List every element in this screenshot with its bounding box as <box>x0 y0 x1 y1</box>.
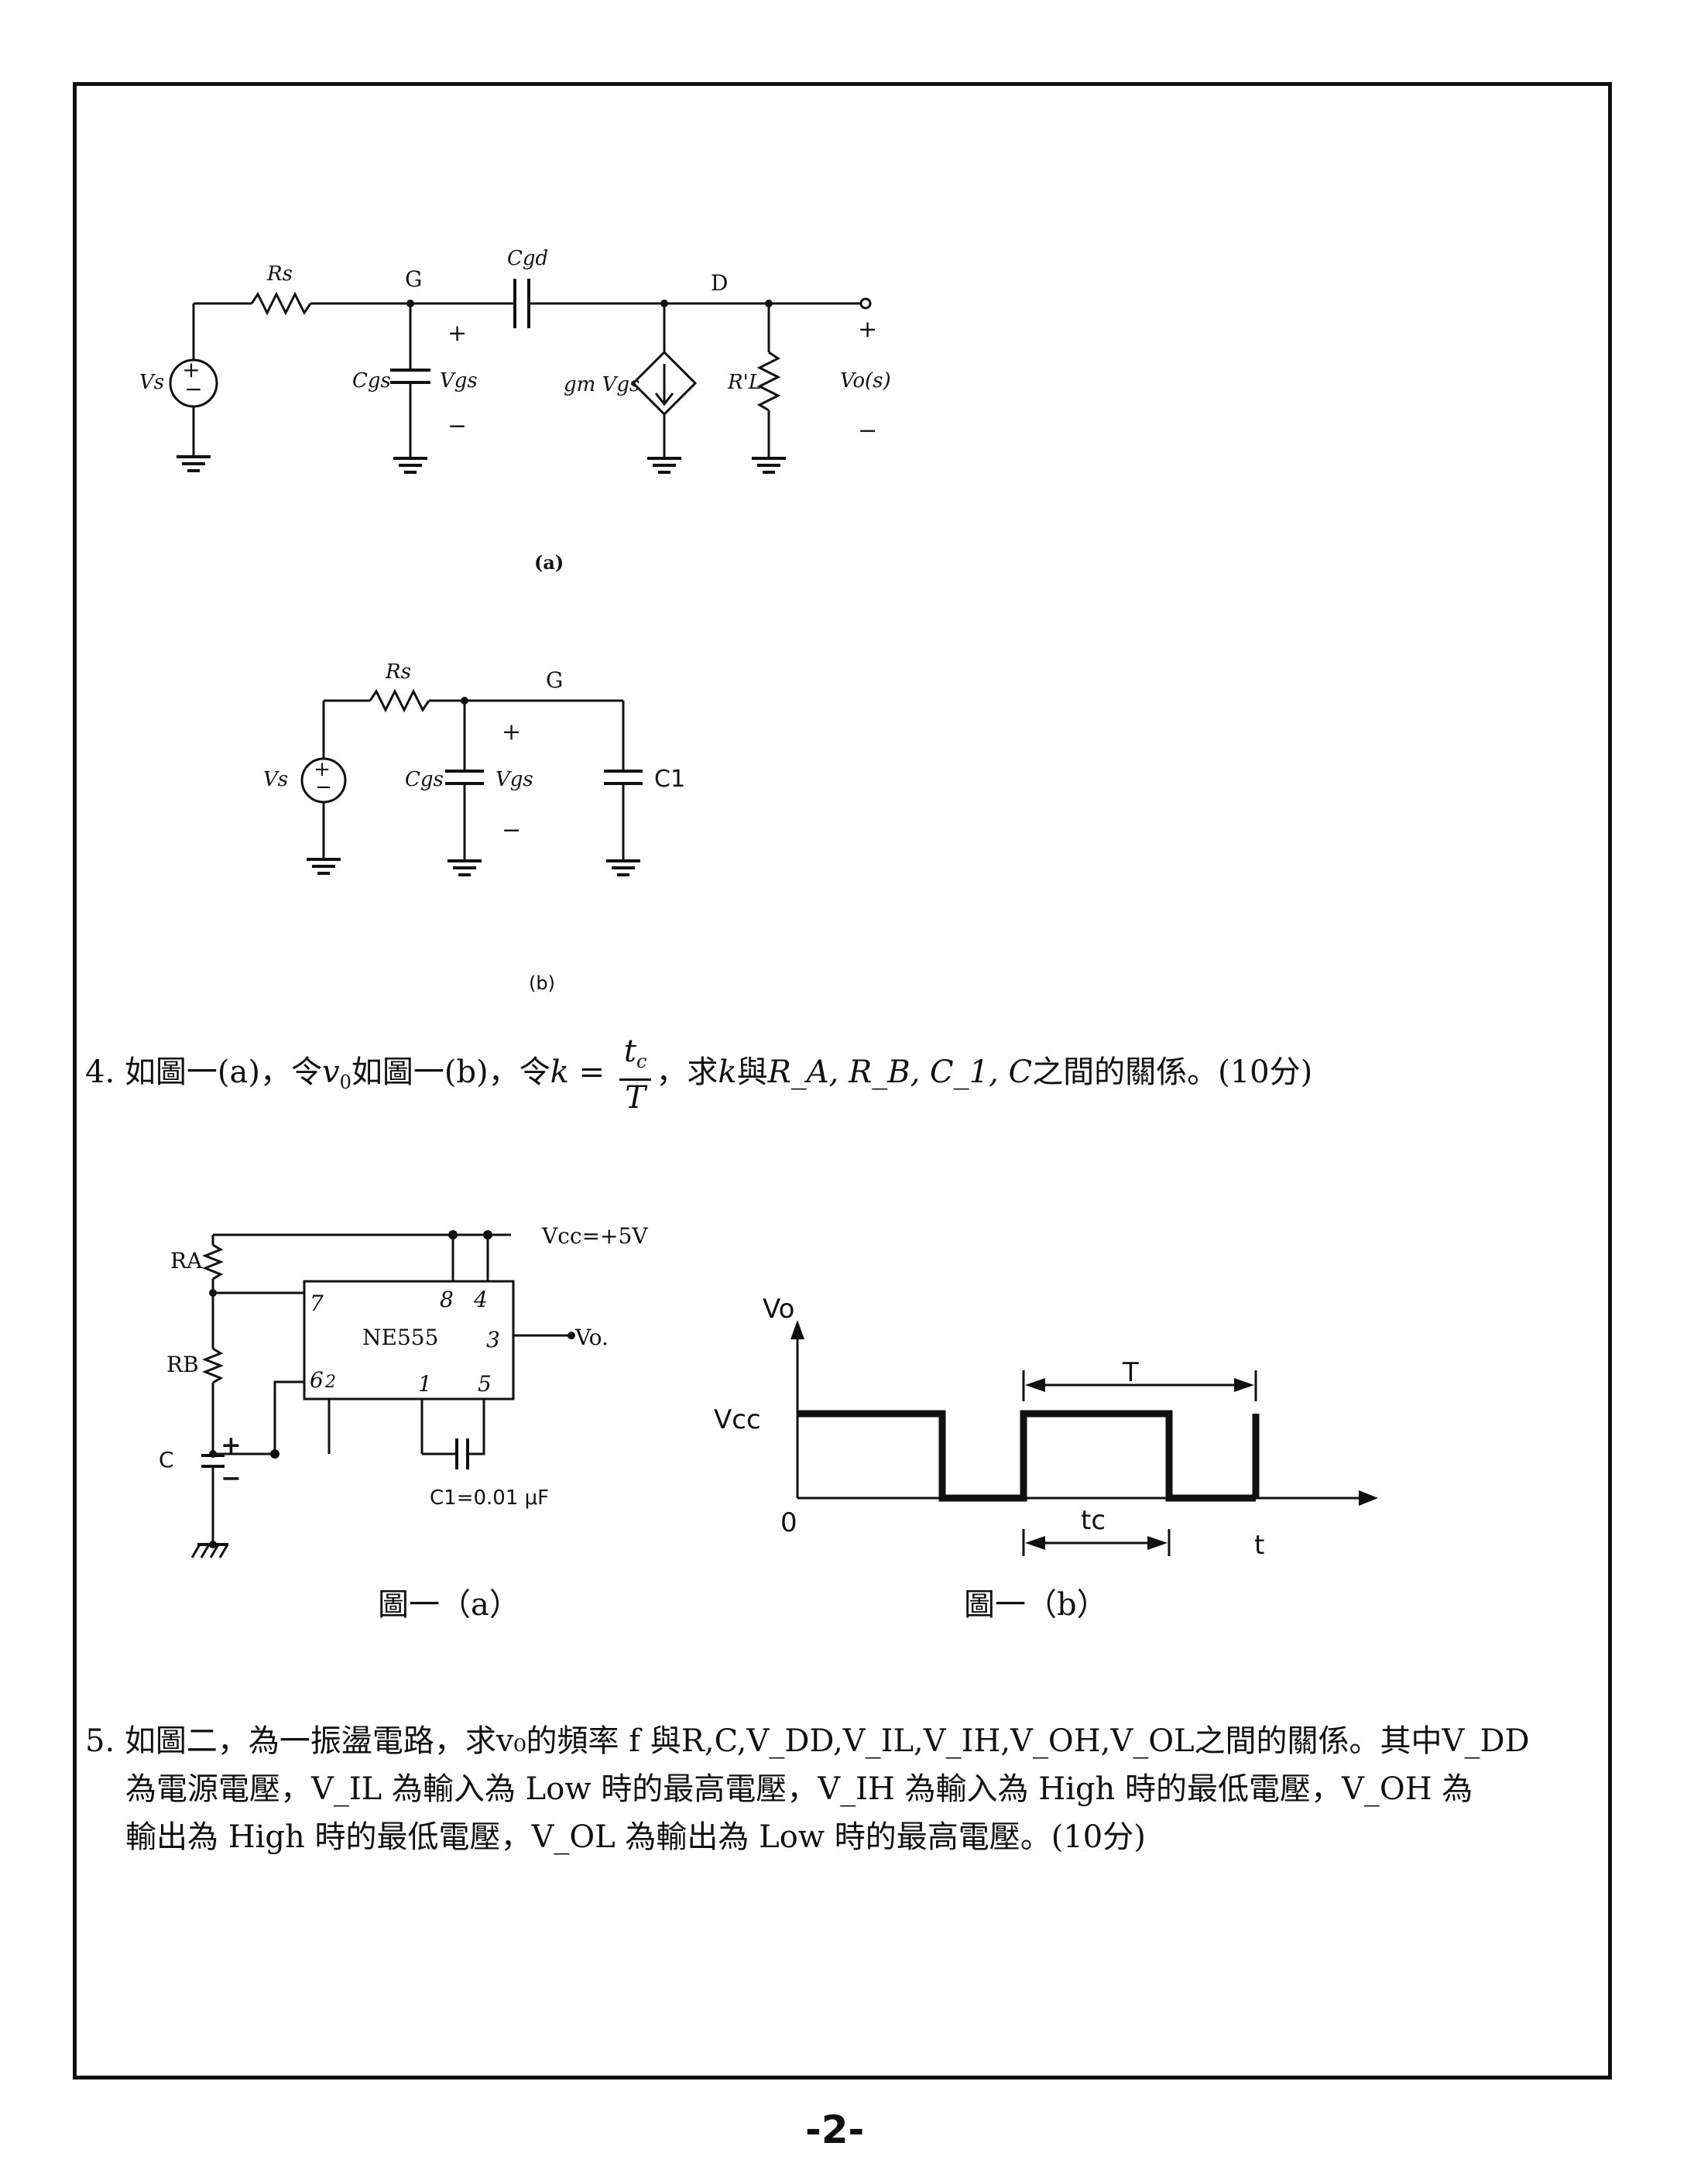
page-frame <box>73 82 1612 2079</box>
label-pin1: 1 <box>418 1371 432 1397</box>
q4-text1: 如圖一(a)，令 <box>124 1054 322 1090</box>
q4-frac-num: t <box>623 1034 636 1069</box>
q4-text2: 如圖一(b)，令 <box>351 1054 550 1090</box>
label-vo-out: Vo. <box>574 1325 609 1350</box>
square-wave-signal <box>797 1410 1256 1502</box>
label-t-axis: t <box>1254 1530 1264 1561</box>
label-pin7: 7 <box>310 1291 324 1316</box>
label-cap-plus: + <box>221 1430 242 1459</box>
label-vs-b: Vs <box>263 768 288 791</box>
label-rs: Rs <box>266 262 293 286</box>
ne555-dots <box>209 1230 575 1548</box>
q5-line3: 輸出為 High 時的最低電壓，V_OL 為輸出為 Low 時的最高電壓。(10… <box>125 1819 1146 1855</box>
square-wave-plot <box>790 1320 1378 1556</box>
label-rs-b: Rs <box>385 660 411 684</box>
q4-text5: 之間的關係。(10分) <box>1032 1054 1313 1090</box>
label-vcc-level: Vcc <box>714 1404 761 1435</box>
label-vo-axis: Vo <box>763 1294 794 1325</box>
label-c: C <box>159 1447 174 1473</box>
label-pin5: 5 <box>478 1371 492 1397</box>
q4-v0-sub: 0 <box>339 1071 351 1093</box>
label-rl: R'L <box>727 371 762 394</box>
label-vo: Vo(s) <box>840 369 891 393</box>
q4-text4: 與 <box>736 1054 768 1090</box>
label-vo-minus: − <box>858 417 877 444</box>
label-vo-plus: + <box>858 316 877 343</box>
label-vgs-plus-b: + <box>502 718 521 746</box>
label-gm-vgs: gm Vgs <box>564 373 640 396</box>
caption-figure-b: (b) <box>529 972 555 994</box>
q4-eq: = <box>578 1054 605 1090</box>
label-vgs-minus: − <box>448 413 467 440</box>
svg-text:+: + <box>314 758 331 781</box>
label-node-g: G <box>405 266 422 292</box>
q4-k2: k <box>718 1054 737 1090</box>
label-rb: RB <box>166 1352 199 1377</box>
label-vs: Vs <box>139 371 164 394</box>
label-ra: RA <box>170 1248 203 1274</box>
svg-text:−: − <box>184 376 202 402</box>
label-node-g-b: G <box>546 667 563 693</box>
label-cap-minus: − <box>221 1463 242 1493</box>
q5-line1: 5. 如圖二，為一振盪電路，求v₀的頻率 f 與R,C,V_DD,V_IL,V_… <box>85 1723 1530 1759</box>
label-cgs: Cgs <box>352 369 391 393</box>
label-pin8: 8 <box>440 1287 454 1312</box>
question-5: 5. 如圖二，為一振盪電路，求v₀的頻率 f 與R,C,V_DD,V_IL,V_… <box>85 1717 1603 1861</box>
label-pin3: 3 <box>486 1327 500 1353</box>
label-period: T <box>1122 1357 1139 1388</box>
circuit-figure-a <box>169 279 872 458</box>
label-tc: tc <box>1081 1505 1106 1536</box>
label-vgs-minus-b: − <box>502 817 521 844</box>
q4-v0: v <box>321 1054 340 1090</box>
caption-figure-1a: 圖一（a） <box>378 1587 520 1623</box>
q5-line2: 為電源電壓，V_IL 為輸入為 Low 時的最高電壓，V_IH 為輸入為 Hig… <box>125 1771 1473 1807</box>
caption-figure-a: (a) <box>534 551 564 574</box>
q4-k: k <box>550 1054 569 1090</box>
q4-frac-num-sub: c <box>636 1051 647 1072</box>
svg-text:−: − <box>315 776 332 799</box>
ne555-circuit <box>190 1233 569 1558</box>
label-pin6: 6 <box>310 1367 324 1393</box>
label-vgs-b: Vgs <box>496 768 533 791</box>
q4-number: 4. <box>85 1054 115 1090</box>
label-node-d: D <box>711 270 728 296</box>
page-number: -2- <box>805 2107 865 2152</box>
label-vgs: Vgs <box>440 369 478 393</box>
label-c1-value: C1=0.01 μF <box>430 1486 549 1510</box>
label-vcc5v: Vcc=+5V <box>541 1223 648 1249</box>
label-origin: 0 <box>780 1507 797 1538</box>
label-c1-b: C1 <box>654 766 685 793</box>
label-pin2: 2 <box>324 1373 336 1392</box>
q4-text3: ，求 <box>656 1054 718 1090</box>
label-pin4: 4 <box>473 1287 488 1312</box>
q4-vars: R_A, R_B, C_1, C <box>767 1054 1033 1090</box>
label-vgs-plus: + <box>448 320 467 347</box>
circuit-figure-a-dots <box>406 300 773 307</box>
label-cgd: Cgd <box>507 247 548 270</box>
caption-figure-1b: 圖一（b） <box>964 1587 1108 1623</box>
circuit-figure-b <box>300 688 643 861</box>
label-ne555: NE555 <box>362 1325 438 1350</box>
svg-text:+: + <box>182 357 200 382</box>
q4-frac-den: T <box>625 1080 646 1116</box>
label-cgs-b: Cgs <box>405 768 444 791</box>
